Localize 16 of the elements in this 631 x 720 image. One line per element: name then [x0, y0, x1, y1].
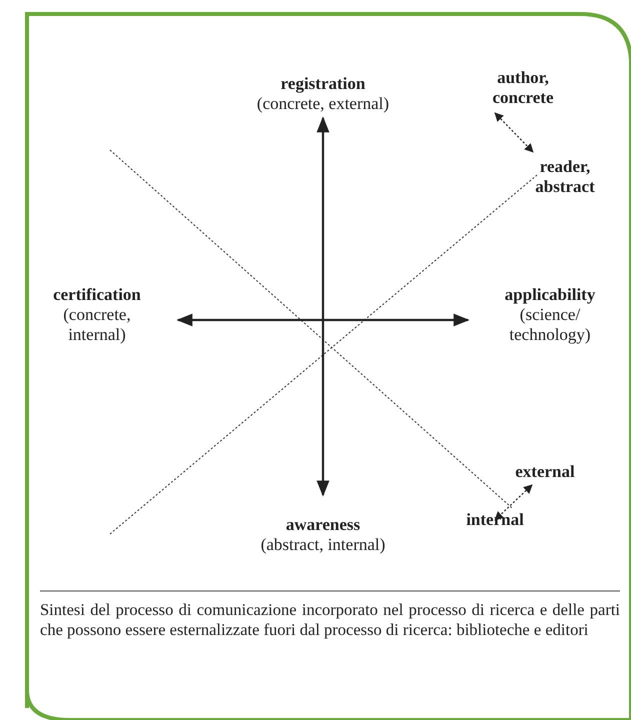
label-heading: applicability	[504, 285, 596, 305]
label-heading: author, concrete	[491, 68, 555, 108]
double-arrow	[494, 484, 533, 521]
double-arrow	[316, 116, 330, 497]
label-text: (abstract, internal)	[260, 535, 386, 555]
caption-text: Sintesi del processo di comunicazione incorporato nel processo di ricerca e delle parti che possono essere esternalizzate fuori dal processo di ricerca: biblioteche e editori	[40, 600, 620, 640]
label-text: (concrete, external)	[256, 94, 390, 114]
double-arrow	[176, 314, 470, 326]
label-text: (science/ technology)	[508, 305, 592, 345]
label-heading: registration	[280, 74, 366, 94]
label-heading: certification	[52, 285, 142, 305]
label-text: (concrete, internal)	[62, 305, 132, 345]
double-arrow	[494, 112, 534, 153]
label-heading: awareness	[284, 515, 362, 535]
label-heading: external	[514, 462, 576, 482]
label-heading: reader, abstract	[534, 157, 596, 197]
